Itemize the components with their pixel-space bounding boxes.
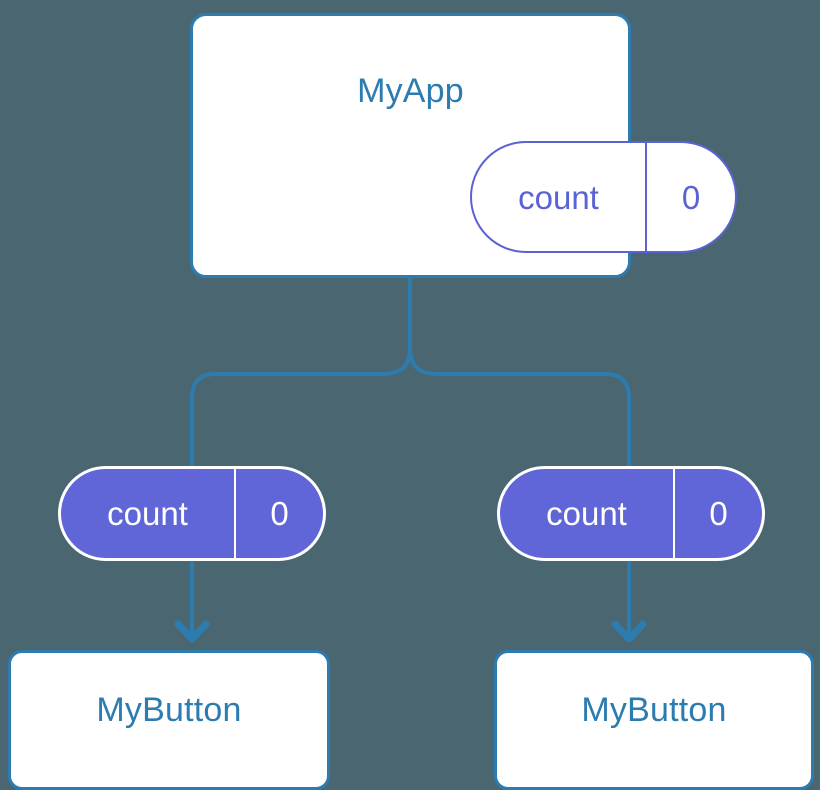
- arrow-head-left: [174, 620, 210, 643]
- state-pill-value: 0: [645, 143, 735, 251]
- component-box-myapp[interactable]: MyApp count 0: [190, 13, 737, 278]
- diagram-canvas: MyApp count 0 count 0 count 0 MyButton M…: [8, 13, 814, 790]
- component-title-mybutton-right: MyButton: [581, 691, 727, 729]
- arrow-head-right: [611, 620, 647, 643]
- component-title-myapp: MyApp: [357, 72, 464, 110]
- fork-left-branch: [190, 344, 412, 468]
- state-pill-count[interactable]: count 0: [470, 141, 737, 253]
- props-pill-right-key: count: [546, 495, 627, 532]
- component-title-mybutton-left: MyButton: [96, 691, 242, 729]
- component-box-mybutton-left[interactable]: MyButton: [8, 650, 330, 790]
- fork-right-branch: [408, 344, 631, 468]
- props-pill-right-value: 0: [673, 469, 762, 558]
- component-box-mybutton-right[interactable]: MyButton: [494, 650, 814, 790]
- props-pill-left-value: 0: [234, 469, 323, 558]
- props-pill-right[interactable]: count 0: [497, 466, 765, 561]
- state-pill-key: count: [518, 178, 599, 216]
- props-pill-left[interactable]: count 0: [58, 466, 326, 561]
- props-pill-left-key: count: [107, 495, 188, 532]
